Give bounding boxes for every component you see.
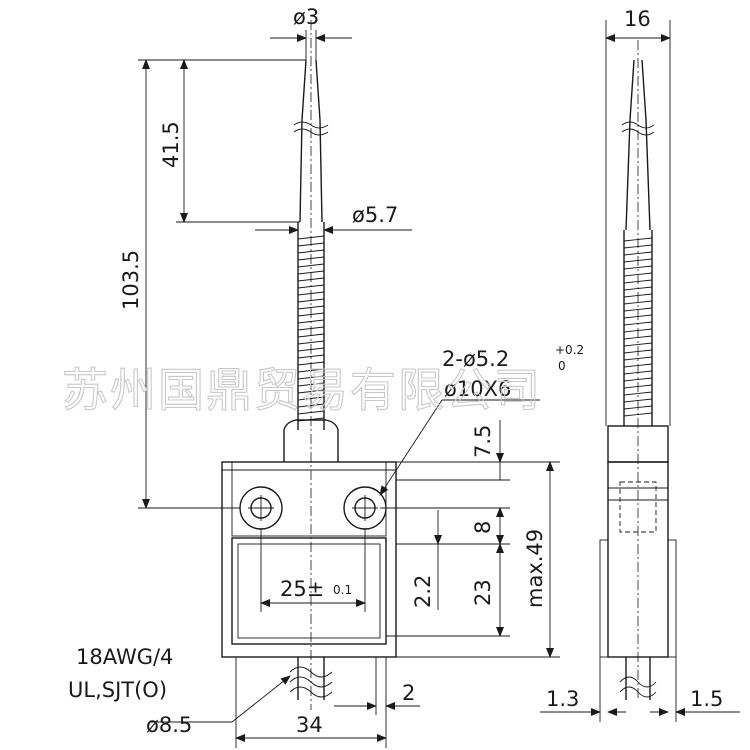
spring-coil — [623, 321, 653, 326]
spring-coil — [623, 237, 653, 242]
spring-coil — [623, 279, 653, 284]
mount-holes-label: 2-ø5.2 — [442, 347, 509, 371]
antenna-tip — [293, 59, 329, 223]
hole-pitch-label: 25± — [280, 577, 324, 601]
spring-coil — [297, 375, 325, 380]
tip-diameter-label: ø3 — [293, 5, 319, 29]
spring-coil — [297, 249, 325, 254]
spring-coil — [297, 396, 325, 401]
spring-coil — [297, 277, 325, 282]
spring-coil — [623, 286, 653, 291]
watermark-text: 苏州国鼎贸易有限公司 — [62, 363, 542, 417]
spring-coil — [623, 412, 653, 417]
hole-pitch-tol: 0.1 — [333, 583, 352, 597]
spring-coil — [623, 349, 653, 354]
actuator-neck — [283, 419, 339, 462]
spring-coil — [623, 384, 653, 389]
spring-coil — [297, 270, 325, 275]
mounting-hole-left — [239, 486, 283, 530]
spring-coil — [297, 312, 325, 317]
spring-coil — [297, 333, 325, 338]
spring-coil — [297, 382, 325, 387]
spring-coil — [623, 244, 653, 249]
side-view — [599, 40, 677, 700]
spring-coil — [623, 272, 653, 277]
spring-coil — [623, 342, 653, 347]
spring-coil — [297, 242, 325, 247]
spring-coil — [297, 410, 325, 415]
head-height-label: 7.5 — [471, 425, 495, 458]
spring-coil — [623, 265, 653, 270]
inner-height-label: 2.2 — [411, 575, 435, 608]
spring-coil — [623, 370, 653, 375]
side-right-offset-label: 1.5 — [690, 687, 723, 711]
spring-coil — [623, 391, 653, 396]
spring-coil — [623, 258, 653, 263]
body-offset-label: 2 — [402, 681, 415, 705]
spring-coil — [297, 368, 325, 373]
body-width-label: 34 — [296, 713, 323, 737]
spring-coil — [623, 398, 653, 403]
spring-coil — [297, 284, 325, 289]
switch-body — [221, 461, 397, 658]
spring-coil — [297, 319, 325, 324]
spring-coil — [623, 363, 653, 368]
body-height-label: 23 — [471, 579, 495, 606]
spring-coil — [623, 356, 653, 361]
spring-coil — [623, 377, 653, 382]
tip-length-label: 41.5 — [159, 121, 183, 168]
spring-coil — [623, 300, 653, 305]
spring-coil — [623, 328, 653, 333]
max-height-label: max.49 — [523, 529, 547, 608]
rod-diameter-label: ø5.7 — [352, 203, 398, 227]
spring-coil — [297, 263, 325, 268]
spring-coil — [623, 307, 653, 312]
coil-spring — [297, 222, 325, 430]
spring-coil — [623, 251, 653, 256]
front-dimensions: ø3 41.5 103.5 ø5.7 2-ø5.2 +0.2 0 ø10X6 7… — [68, 5, 584, 748]
spring-coil — [297, 403, 325, 408]
spring-coil — [297, 340, 325, 345]
hole-offset-label: 8 — [471, 521, 495, 534]
spring-coil — [297, 361, 325, 366]
spring-coil — [623, 405, 653, 410]
cable-spec-line2: UL,SJT(O) — [68, 678, 167, 702]
overall-height-label: 103.5 — [119, 250, 143, 310]
spring-coil — [297, 298, 325, 303]
mounting-hole-right — [343, 486, 387, 530]
cable — [289, 657, 333, 700]
side-dimensions: 16 1.3 1.5 — [540, 7, 740, 722]
side-width-label: 16 — [624, 7, 651, 31]
spring-coil — [623, 314, 653, 319]
mount-holes-tol-upper: +0.2 — [555, 343, 584, 357]
mount-holes-spec-label: ø10X6 — [444, 377, 511, 401]
cable-spec-line1: 18AWG/4 — [76, 645, 173, 669]
spring-coil — [297, 347, 325, 352]
spring-coil — [297, 291, 325, 296]
spring-coil — [297, 326, 325, 331]
spring-coil — [297, 256, 325, 261]
spring-coil — [623, 335, 653, 340]
spring-coil — [297, 389, 325, 394]
side-left-offset-label: 1.3 — [546, 687, 579, 711]
cable-diameter-label: ø8.5 — [146, 713, 192, 737]
spring-coil — [297, 235, 325, 240]
spring-coil — [297, 305, 325, 310]
spring-coil — [623, 293, 653, 298]
mount-holes-tol-lower: 0 — [558, 359, 566, 373]
spring-coil — [297, 354, 325, 359]
